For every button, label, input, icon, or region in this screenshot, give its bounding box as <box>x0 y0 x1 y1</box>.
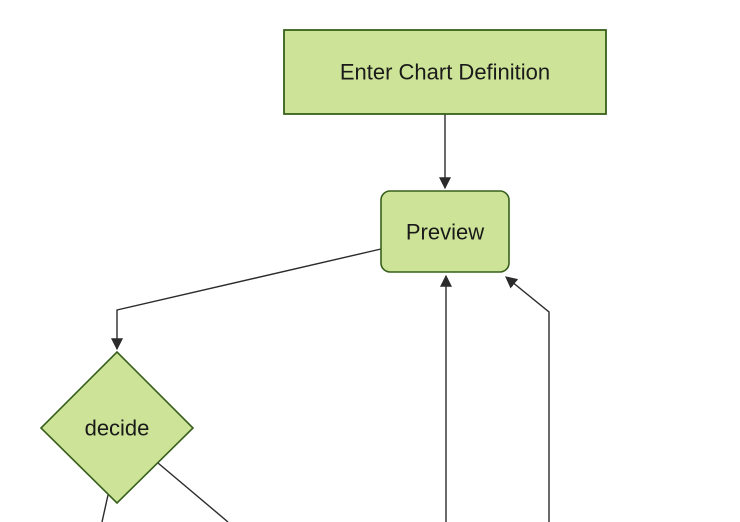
edge-decide-to-bottom-left <box>101 494 109 522</box>
node-decide: decide <box>39 350 195 505</box>
nodes-layer: Enter Chart Definition Preview decide <box>39 29 607 505</box>
node-enter-chart-definition-label: Enter Chart Definition <box>340 60 550 85</box>
node-preview-shape <box>380 190 510 273</box>
node-decide-label: decide <box>85 416 150 441</box>
node-enter-chart-definition: Enter Chart Definition <box>283 29 607 115</box>
edges-layer <box>101 114 550 522</box>
node-enter-chart-definition-shape <box>283 29 607 115</box>
node-preview: Preview <box>380 190 510 273</box>
node-preview-label: Preview <box>406 220 484 245</box>
edge-bottom-right-to-preview <box>505 276 550 522</box>
edge-decide-to-bottom-right <box>157 462 229 522</box>
node-decide-shape <box>39 350 195 505</box>
edge-preview-to-decide <box>111 248 382 351</box>
